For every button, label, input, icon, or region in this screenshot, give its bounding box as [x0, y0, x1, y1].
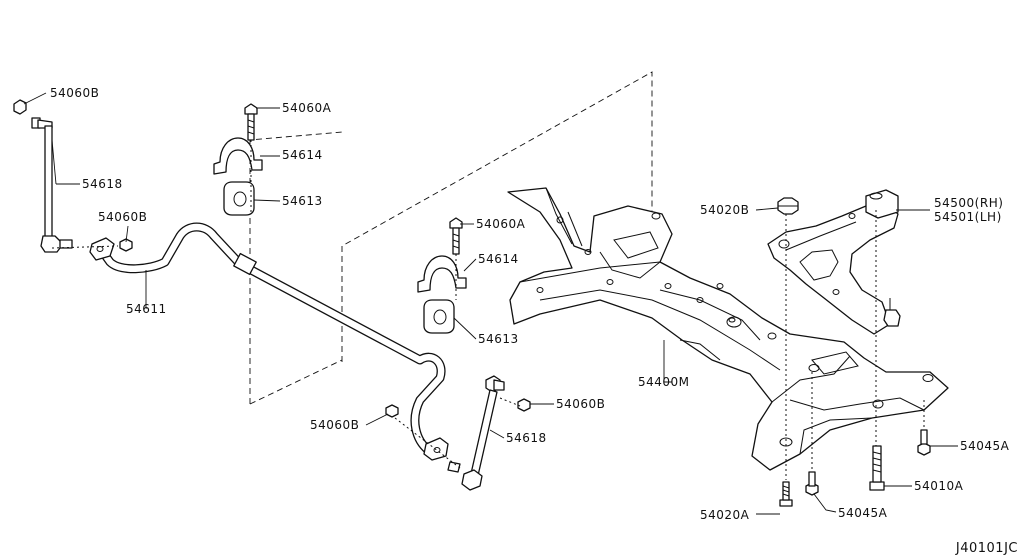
callout-54613-lower: 54613 — [478, 332, 519, 346]
callout-54060B-left: 54060B — [98, 210, 148, 224]
nut-icon — [385, 404, 399, 418]
callout-54400M: 54400M — [638, 375, 690, 389]
bolt-head-icon — [779, 499, 793, 507]
callout-54060A-lower: 54060A — [476, 217, 526, 231]
stabilizer-link-right — [385, 375, 531, 491]
callout-54060B-bottom: 54060B — [310, 418, 360, 432]
bolt-icon — [244, 103, 258, 115]
callout-54614-upper: 54614 — [282, 148, 323, 162]
callout-54020B: 54020B — [700, 203, 750, 217]
bolt-head-icon — [917, 442, 931, 456]
leader-lines — [23, 92, 958, 515]
nut-icon — [517, 398, 531, 412]
suspension-member — [507, 187, 949, 471]
callout-54614-lower: 54614 — [478, 252, 519, 266]
diagram-code: J40101JC — [955, 541, 1018, 556]
callout-54501-lh: 54501(LH) — [934, 210, 1002, 224]
fasteners — [777, 197, 931, 507]
callout-54500-rh: 54500(RH) — [934, 196, 1004, 210]
callout-54045A-right: 54045A — [960, 439, 1010, 453]
callout-54020A: 54020A — [700, 508, 750, 522]
callout-54010A: 54010A — [914, 479, 964, 493]
bushing-clamp-set-upper — [213, 103, 263, 216]
callout-54045A-bottom: 54045A — [838, 506, 888, 520]
nut-icon — [13, 99, 27, 115]
callout-54613-upper: 54613 — [282, 194, 323, 208]
alignment-lines — [51, 140, 925, 480]
callout-54060B-top: 54060B — [50, 86, 100, 100]
callout-54611: 54611 — [126, 302, 167, 316]
bolt-head-icon — [869, 481, 885, 491]
stabilizer-link-left — [13, 99, 133, 253]
callout-54618-left: 54618 — [82, 177, 123, 191]
bolt-icon — [449, 217, 463, 229]
stabilizer-bar — [89, 222, 449, 461]
callout-54060A-upper: 54060A — [282, 101, 332, 115]
callout-54618-right: 54618 — [506, 431, 547, 445]
callout-54060B-right: 54060B — [556, 397, 606, 411]
transverse-link — [767, 189, 901, 335]
bushing-clamp-set-lower — [417, 217, 467, 334]
